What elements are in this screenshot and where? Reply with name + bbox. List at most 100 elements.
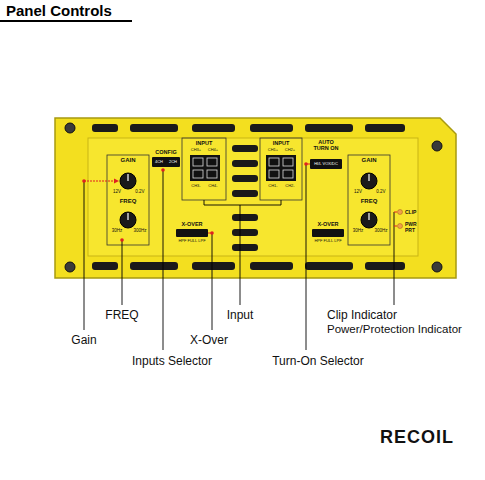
connector-pin (269, 158, 279, 166)
connector-pin (207, 158, 217, 166)
panel-marking: CH3- (191, 184, 200, 188)
panel-marking: 4CH (155, 160, 163, 164)
vent-slot (232, 175, 258, 182)
panel-marking: FREQ (361, 198, 378, 205)
leader-arrowhead (114, 179, 119, 184)
callout-label: X-Over (190, 334, 228, 347)
vent-slot (130, 124, 178, 132)
panel-marking: FREQ (120, 198, 137, 205)
leader-dot (82, 179, 86, 183)
vent-slot (130, 262, 178, 270)
knob-pointer (127, 213, 128, 220)
panel-marking: INPUT (196, 140, 213, 146)
input-frame (260, 138, 302, 200)
leader-line (240, 205, 241, 305)
panel-marking: HI/L VOX/DC (314, 162, 338, 166)
callout-label: Turn-On Selector (272, 355, 364, 368)
control-frame (107, 155, 149, 245)
vent-slot (305, 124, 353, 132)
panel-marking: CH1- (268, 184, 277, 188)
vent-slot (232, 244, 258, 251)
panel-marking: PWR PRT (405, 222, 419, 233)
leader-dot (161, 168, 165, 172)
page-title: Panel Controls (6, 2, 112, 19)
vent-slot (250, 124, 293, 132)
amp-housing (55, 118, 456, 278)
leader-line (122, 241, 123, 305)
vent-slot (192, 262, 235, 270)
screw (432, 141, 442, 151)
control-frame (348, 155, 390, 245)
connector-pin (283, 170, 293, 178)
vent-slot (232, 229, 258, 236)
leader-pointer (84, 181, 115, 182)
callout-label: Power/Protection Indicator (327, 323, 462, 336)
xover-switch (176, 229, 208, 237)
screw (432, 262, 442, 272)
panel-marking: 300Hz (133, 229, 146, 234)
vent-slot (192, 124, 235, 132)
callout-label: Gain (71, 334, 96, 347)
panel-marking: CH4+ (208, 148, 218, 152)
callout-label: Inputs Selector (132, 355, 212, 368)
panel-marking: GAIN (362, 157, 377, 164)
connector-pin (193, 170, 203, 178)
config-switch (152, 157, 180, 167)
connector-pin (269, 170, 279, 178)
vent-slot (92, 124, 118, 132)
panel-marking: CONFIG (155, 149, 176, 155)
panel-marking: AUTO TURN ON (312, 139, 340, 151)
panel-marking: CH3+ (191, 148, 201, 152)
callout-label: Clip Indicator (327, 309, 397, 322)
knob-pointer (127, 174, 128, 181)
leader-line (163, 171, 164, 350)
leader-dot (210, 231, 214, 235)
vent-slot (365, 124, 405, 132)
panel-marking: 0.2V (376, 190, 385, 195)
leader-pointer (394, 212, 397, 213)
panel-marking: 2CH (169, 160, 177, 164)
knob-pointer (368, 174, 369, 181)
clip-led (398, 210, 403, 215)
power-led (398, 224, 403, 229)
panel-marking: HPF FULL LPF (314, 239, 341, 243)
vent-slot (92, 262, 118, 270)
panel-marking: INPUT (273, 140, 290, 146)
panel-marking: 30Hz (353, 229, 364, 234)
panel-marking: 0.2V (135, 190, 144, 195)
input-frame (182, 138, 226, 200)
freq-knob (361, 212, 377, 228)
leader-dot (120, 238, 124, 242)
knob-pointer (368, 213, 369, 220)
panel-marking: X-OVER (317, 221, 338, 227)
connector-pin (193, 158, 203, 166)
panel-marking: 300Hz (374, 229, 387, 234)
panel-marking: 30Hz (112, 229, 123, 234)
connector-pin (207, 170, 217, 178)
vent-slot (305, 262, 353, 270)
panel-marking: 12V (354, 190, 362, 195)
panel-marking: HPF FULL LPF (178, 239, 205, 243)
screw (65, 123, 75, 133)
leader-line (84, 181, 85, 330)
vent-slot (232, 145, 258, 152)
leader-line (212, 234, 213, 330)
input-connector (190, 155, 220, 181)
panel-marking: CH4- (208, 184, 217, 188)
brand-logo: RECOIL (380, 428, 454, 448)
panel-marking: GAIN (121, 157, 136, 164)
callout-label: FREQ (105, 309, 138, 322)
panel-marking: CH2+ (285, 148, 295, 152)
xover-switch (312, 229, 344, 237)
vent-slot (365, 262, 405, 270)
turnon-switch (310, 159, 342, 169)
title-underline (0, 20, 132, 22)
vent-slot (232, 160, 258, 167)
gain-knob (120, 173, 136, 189)
panel-marking: 12V (113, 190, 121, 195)
leader-line (306, 165, 307, 350)
panel-marking: CLIP (405, 210, 416, 216)
vent-slot (232, 190, 258, 197)
